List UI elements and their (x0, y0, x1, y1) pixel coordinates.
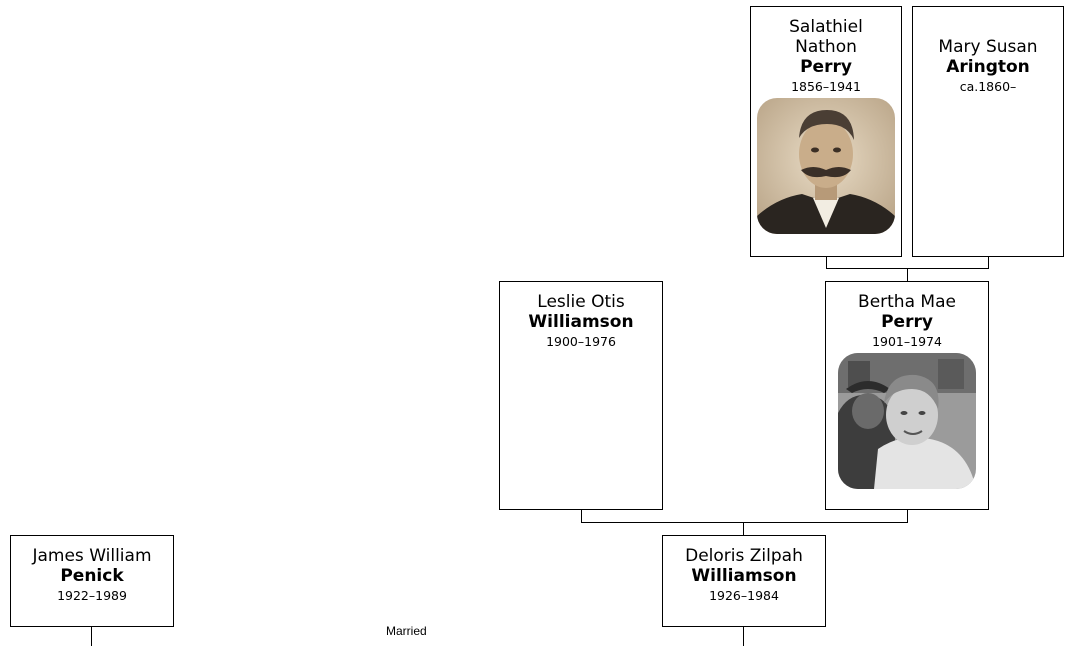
married-label: Married (386, 624, 427, 638)
surname: Williamson (691, 566, 797, 586)
life-dates: 1922–1989 (57, 588, 127, 603)
given-name: Leslie Otis (537, 292, 625, 312)
surname: Williamson (528, 312, 634, 332)
given-name: Mary Susan (938, 37, 1038, 57)
portrait-photo (757, 98, 895, 234)
person-card-bertha-perry[interactable]: Bertha Mae Perry 1901–1974 (825, 281, 989, 510)
surname: Penick (60, 566, 124, 586)
surname: Arington (946, 57, 1030, 77)
life-dates: 1901–1974 (872, 334, 942, 349)
marriage-connector (743, 627, 744, 646)
person-card-james-penick[interactable]: James William Penick 1922–1989 (10, 535, 174, 627)
given-name: James William (32, 546, 152, 566)
given-name: Salathiel Nathon (789, 17, 863, 57)
surname: Perry (881, 312, 933, 332)
life-dates: 1856–1941 (791, 79, 861, 94)
surname: Perry (800, 57, 852, 77)
person-card-salathiel-perry[interactable]: Salathiel Nathon Perry 1856–1941 (750, 6, 902, 257)
given-name: Deloris Zilpah (685, 546, 803, 566)
person-card-mary-arington[interactable]: Mary Susan Arington ca.1860– (912, 6, 1064, 257)
couple-connector (826, 257, 827, 269)
child-connector (743, 522, 744, 535)
couple-connector (907, 510, 908, 523)
life-dates: 1900–1976 (546, 334, 616, 349)
portrait-photo (838, 353, 976, 489)
couple-connector (581, 522, 908, 523)
given-name: Bertha Mae (858, 292, 956, 312)
person-card-deloris-williamson[interactable]: Deloris Zilpah Williamson 1926–1984 (662, 535, 826, 627)
life-dates: ca.1860– (959, 79, 1017, 94)
couple-connector (581, 510, 582, 523)
life-dates: 1926–1984 (709, 588, 779, 603)
person-card-leslie-williamson[interactable]: Leslie Otis Williamson 1900–1976 (499, 281, 663, 510)
child-connector (907, 268, 908, 281)
marriage-connector (91, 627, 92, 646)
couple-connector (988, 257, 989, 269)
